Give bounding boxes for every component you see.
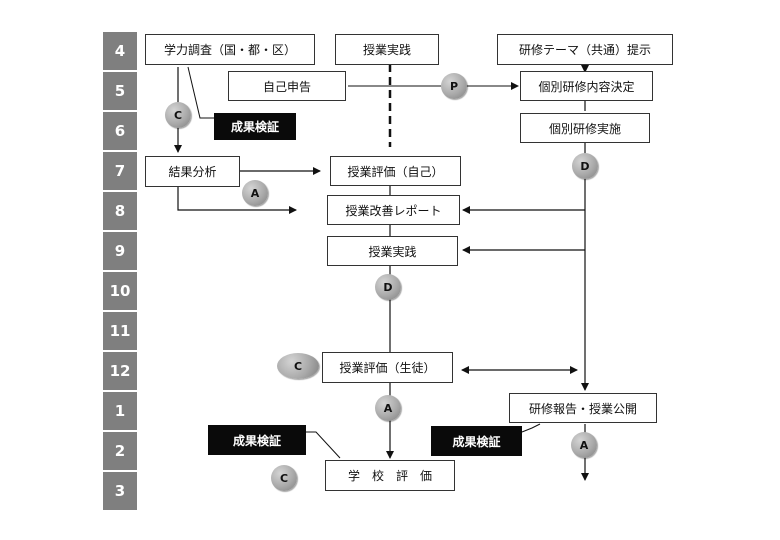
circle-d-right: D [572,153,598,179]
circle-c-2: C [277,353,319,379]
box-result-analysis: 結果分析 [145,156,240,187]
box-practice-top: 授業実践 [335,34,439,65]
box-individual-do: 個別研修実施 [520,113,650,143]
month-cell: 8 [103,192,137,230]
box-individual-decide: 個別研修内容決定 [520,71,653,101]
label-verify-1: 成果検証 [214,113,296,140]
circle-p: P [441,73,467,99]
box-practice-mid: 授業実践 [327,236,458,266]
month-cell: 6 [103,112,137,150]
label-verify-2: 成果検証 [208,425,306,455]
label-verify-3: 成果検証 [431,426,522,456]
month-cell: 1 [103,392,137,430]
box-academic-survey: 学力調査（国・都・区） [145,34,315,65]
box-improve-report: 授業改善レポート [327,195,460,225]
month-cell: 3 [103,472,137,510]
circle-a-2: A [375,395,401,421]
month-cell: 10 [103,272,137,310]
month-cell: 11 [103,312,137,350]
circle-a-1: A [242,180,268,206]
leader-verify-2 [306,431,341,459]
leader-verify-3 [521,423,541,433]
leader-verify-1 [187,66,214,119]
box-self-report: 自己申告 [228,71,346,101]
box-training-theme: 研修テーマ（共通）提示 [497,34,673,65]
month-cell: 4 [103,32,137,70]
month-cell: 7 [103,152,137,190]
circle-c-3: C [271,465,297,491]
month-cell: 9 [103,232,137,270]
box-eval-self: 授業評価（自己） [330,156,461,186]
month-cell: 12 [103,352,137,390]
box-report-open: 研修報告・授業公開 [509,393,657,423]
circle-d-center: D [375,274,401,300]
circle-c-1: C [165,102,191,128]
box-eval-student: 授業評価（生徒） [322,352,453,383]
circle-a-3: A [571,432,597,458]
month-cell: 5 [103,72,137,110]
box-school-eval: 学 校 評 価 [325,460,455,491]
month-cell: 2 [103,432,137,470]
arrow-analysis-to-improve [177,187,297,214]
